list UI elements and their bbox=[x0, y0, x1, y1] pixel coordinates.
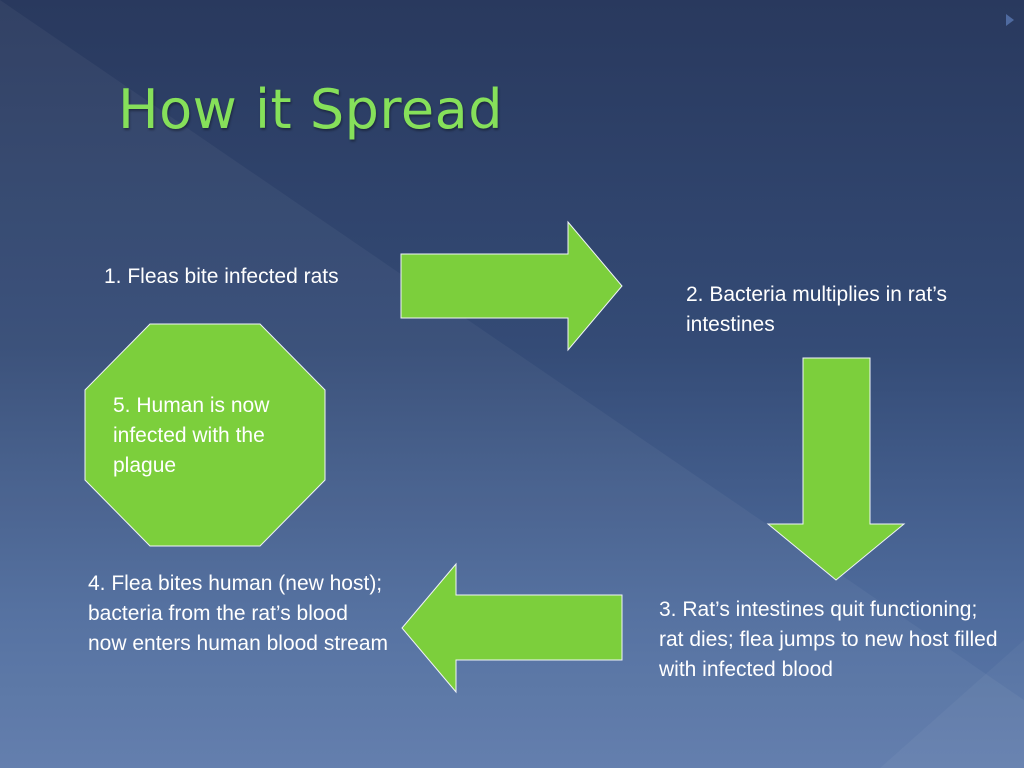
slide-nav-marker-icon bbox=[1006, 14, 1014, 26]
right-arrow-icon bbox=[400, 220, 623, 352]
slide-title: How it Spread bbox=[118, 78, 503, 141]
step-3-text: 3. Rat’s intestines quit functioning; ra… bbox=[659, 598, 998, 681]
step-2-text: 2. Bacteria multiplies in rat’s intestin… bbox=[686, 283, 948, 336]
step-4-text: 4. Flea bites human (new host); bacteria… bbox=[88, 572, 388, 655]
step-5-text: 5. Human is now infected with the plague bbox=[113, 394, 270, 477]
step-1-text: 1. Fleas bite infected rats bbox=[104, 265, 339, 288]
down-arrow-icon bbox=[766, 357, 906, 581]
octagon-shape bbox=[84, 323, 326, 547]
left-arrow-icon bbox=[401, 562, 623, 694]
background-corner-band bbox=[880, 640, 1024, 768]
